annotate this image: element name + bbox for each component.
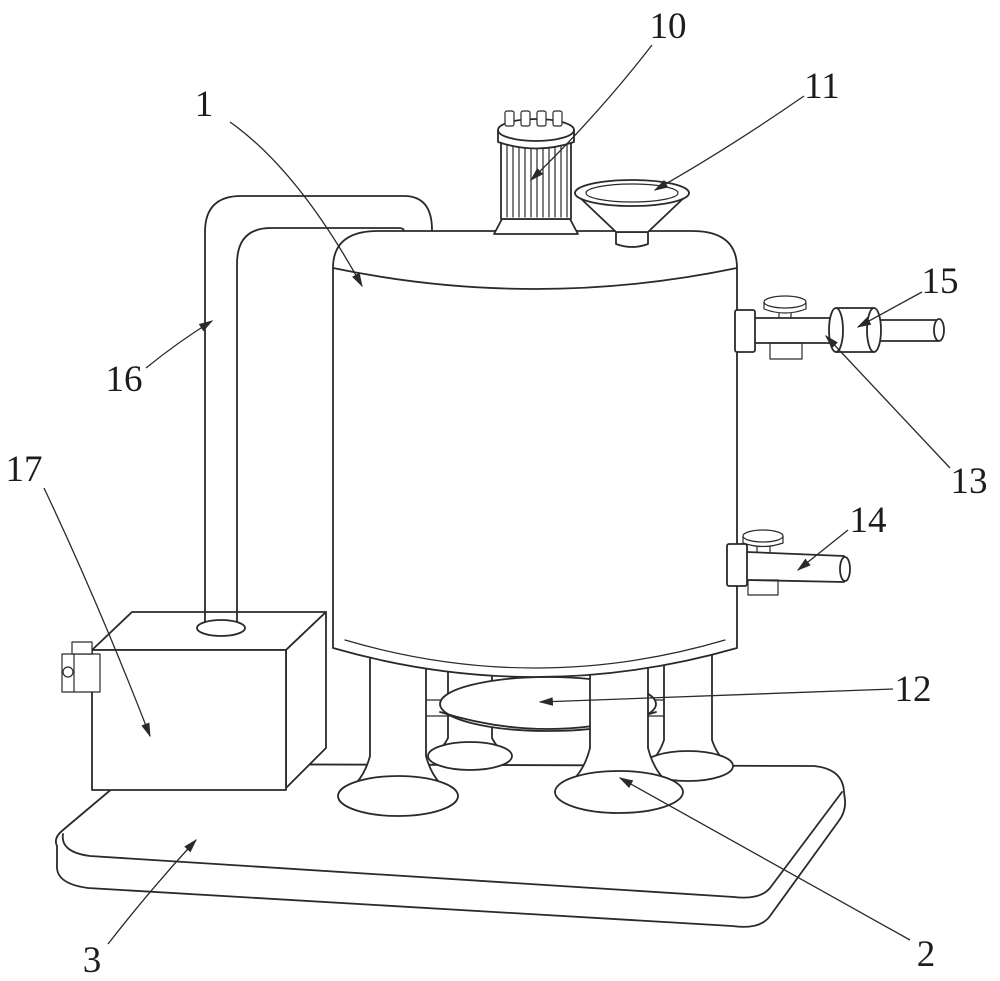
pipe-outlet [880, 319, 939, 342]
part-label-14: 14 [850, 500, 887, 541]
part-label-12: 12 [895, 669, 932, 710]
leader-16 [145, 320, 214, 369]
control-box-front [91, 649, 287, 791]
leg-foot [427, 741, 513, 771]
leader-13 [825, 334, 951, 469]
riser-pipe-outer [204, 195, 433, 625]
part-label-10: 10 [650, 6, 687, 47]
leader-17 [43, 487, 151, 738]
riser-pipe [196, 195, 433, 637]
part-label-2: 2 [917, 934, 936, 975]
motor [493, 110, 579, 235]
leader-15 [856, 291, 923, 328]
motor-flange [493, 218, 579, 235]
pipe-end-cap [933, 318, 945, 342]
support-leg-front-left [337, 651, 459, 817]
riser-pipe-collar [196, 619, 246, 637]
lower-valve-handle [742, 529, 784, 553]
leader-3 [107, 838, 197, 945]
control-box [91, 611, 327, 791]
leg-foot [337, 775, 459, 817]
part-label-11: 11 [804, 66, 840, 107]
side-fitting-knob [62, 666, 74, 678]
part-label-17: 17 [6, 449, 43, 490]
leader-12 [538, 688, 894, 706]
part-label-15: 15 [922, 261, 959, 302]
hopper-rim-inner [585, 183, 679, 203]
leader-2 [618, 777, 911, 941]
upper-valve-handle [763, 295, 807, 319]
part-label-13: 13 [951, 461, 988, 502]
leader-10 [529, 44, 653, 181]
lower-discharge-pipe [726, 529, 851, 596]
pipe-run [754, 317, 837, 344]
leader-14 [796, 529, 849, 571]
tank-top-rim [332, 267, 738, 290]
pipe-coupling [828, 307, 882, 353]
leader-11 [653, 95, 805, 191]
pipe-bracket [769, 342, 803, 360]
hopper-neck [615, 231, 649, 248]
pipe-end-cap [839, 556, 851, 582]
tank-silhouette [332, 230, 738, 678]
leader-lines [43, 44, 951, 945]
part-labels: 1 2 3 10 11 12 13 14 15 16 17 [6, 6, 988, 981]
motor-bolts [504, 110, 563, 127]
pipe-run [746, 551, 845, 583]
leader-1 [229, 121, 363, 288]
riser-pipe-inner [236, 227, 405, 625]
tank-bottom-seam [344, 639, 726, 669]
pipe-bracket [747, 579, 779, 596]
pipe-flange [734, 309, 756, 353]
part-label-1: 1 [195, 84, 214, 125]
part-label-16: 16 [106, 359, 143, 400]
part-label-3: 3 [83, 940, 102, 981]
leg-foot [554, 770, 684, 814]
side-fitting-body [61, 653, 101, 693]
tank-body [332, 230, 738, 678]
side-fitting [61, 641, 101, 693]
base-top-edge [61, 791, 843, 899]
side-fitting-cap [71, 641, 93, 655]
support-leg-back-right [642, 654, 734, 782]
pipe-flange [726, 543, 748, 587]
